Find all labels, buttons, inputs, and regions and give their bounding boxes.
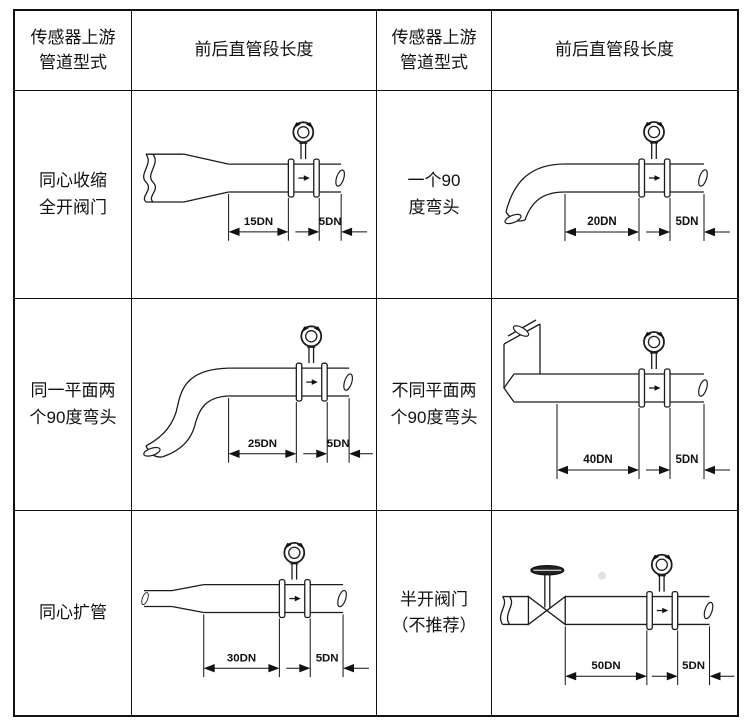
header-straight-length-right: 前后直管段长度 (492, 11, 737, 91)
flowmeter-icon (645, 553, 679, 631)
row2-right-diagram-cell: 40DN 5DN (492, 299, 737, 511)
single-90-elbow-diagram: 20DN 5DN (503, 121, 730, 241)
dimensions: 30DN 5DN (203, 614, 369, 678)
flowmeter-icon (638, 331, 671, 408)
upstream-dimension-label: 50DN (591, 660, 620, 672)
half-open-valve-diagram: 50DN 5DN (499, 553, 735, 686)
gate-valve-icon (527, 564, 566, 626)
header-pipe-type-left: 传感器上游 管道型式 (15, 11, 132, 91)
downstream-dimension-label: 5DN (316, 652, 339, 664)
header-pipe-type-right: 传感器上游 管道型式 (377, 11, 492, 91)
two-90-elbows-same-plane-diagram: 25DN 5DN (142, 325, 374, 463)
row3-left-type: 同心扩管 (15, 511, 132, 715)
pipe-drawing (503, 319, 710, 408)
upstream-dimension-label: 30DN (227, 652, 256, 664)
flowmeter-icon (295, 325, 329, 402)
flowmeter-icon (287, 121, 321, 198)
dimensions: 40DN 5DN (556, 404, 730, 479)
header-label: 前后直管段长度 (194, 40, 314, 60)
pipe-type-label: 半开阀门 （不推荐） (391, 589, 477, 635)
upstream-dimension-label: 25DN (248, 438, 277, 450)
pipe-break-icon (142, 445, 162, 459)
downstream-dimension-label: 5DN (319, 216, 342, 228)
row1-left-type: 同心收缩 全开阀门 (15, 91, 132, 299)
pipe-break-icon (511, 322, 531, 340)
row3-right-diagram-cell: 50DN 5DN (492, 511, 737, 715)
smudge-dot (598, 571, 607, 580)
pipe-drawing (142, 325, 355, 459)
installation-table: 传感器上游 管道型式 前后直管段长度 传感器上游 管道型式 前后直管段长度 同心… (13, 9, 739, 717)
row2-left-type: 同一平面两 个90度弯头 (15, 299, 132, 511)
pipe-drawing (143, 121, 347, 203)
row1-right-type: 一个90 度弯头 (377, 91, 492, 299)
row2-left-diagram-cell: 25DN 5DN (132, 299, 377, 511)
header-straight-length-left: 前后直管段长度 (132, 11, 377, 91)
pipe-type-label: 同心扩管 (39, 602, 107, 622)
header-label: 传感器上游 管道型式 (30, 27, 116, 72)
pipe-type-label: 一个90 度弯头 (407, 171, 461, 217)
pipe-type-label: 同心收缩 全开阀门 (39, 171, 107, 217)
pipe-break-icon (701, 600, 716, 621)
upstream-dimension-label: 40DN (583, 454, 612, 466)
flowmeter-icon (638, 121, 671, 198)
row3-right-type: 半开阀门 （不推荐） (377, 511, 492, 715)
two-90-elbows-different-plane-diagram: 40DN 5DN (503, 319, 730, 479)
downstream-dimension-label: 5DN (682, 660, 705, 672)
concentric-expander-diagram: 30DN 5DN (139, 541, 369, 678)
dimensions: 50DN 5DN (564, 626, 735, 686)
pipe-break-icon (503, 211, 523, 227)
pipe-break-icon (696, 168, 710, 188)
pipe-type-label: 同一平面两 个90度弯头 (29, 381, 117, 427)
downstream-dimension-label: 5DN (327, 438, 350, 450)
upstream-dimension-label: 20DN (587, 216, 616, 228)
upstream-dimension-label: 15DN (244, 216, 273, 228)
dimensions: 25DN 5DN (228, 398, 374, 463)
concentric-reducer-diagram: 15DN 5DN (143, 121, 368, 241)
header-label: 前后直管段长度 (555, 40, 674, 60)
pipe-drawing (499, 553, 716, 631)
pipe-break-icon (333, 168, 347, 188)
pipe-break-icon (341, 372, 355, 392)
pipe-break-icon (335, 588, 349, 609)
row3-left-diagram-cell: 30DN 5DN (132, 511, 377, 715)
downstream-dimension-label: 5DN (675, 216, 698, 228)
flowmeter-icon (278, 541, 312, 619)
dimensions: 20DN 5DN (564, 194, 730, 241)
pipe-break-icon (139, 591, 151, 606)
dimensions: 15DN 5DN (228, 194, 368, 241)
pipe-drawing (139, 541, 349, 619)
downstream-dimension-label: 5DN (675, 454, 698, 466)
row1-left-diagram-cell: 15DN 5DN (132, 91, 377, 299)
pipe-drawing (503, 121, 710, 227)
row2-right-type: 不同平面两 个90度弯头 (377, 299, 492, 511)
row1-right-diagram-cell: 20DN 5DN (492, 91, 737, 299)
header-label: 传感器上游 管道型式 (391, 27, 477, 72)
pipe-break-icon (696, 378, 710, 398)
pipe-type-label: 不同平面两 个90度弯头 (390, 381, 478, 427)
